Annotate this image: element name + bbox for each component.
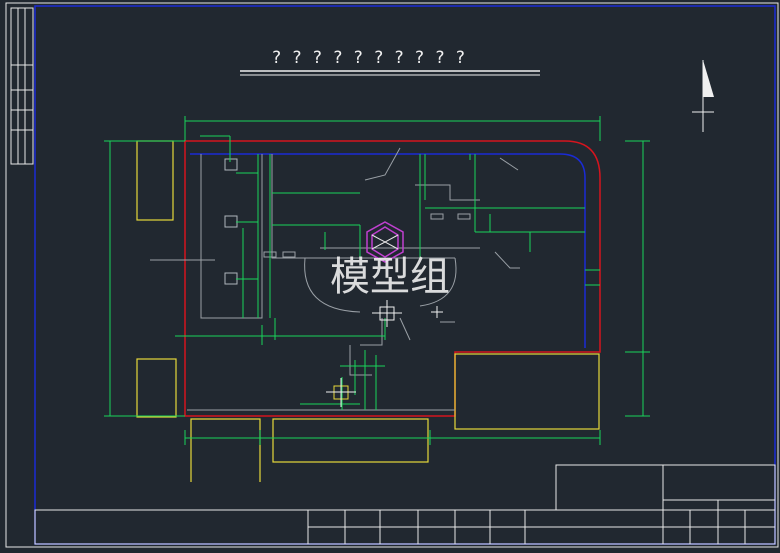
structure-lines	[150, 147, 520, 411]
north-arrow-icon	[692, 60, 714, 132]
drawing-title: ? ? ? ? ? ? ? ? ? ?	[272, 48, 468, 68]
building-south	[272, 418, 429, 463]
building-south-west-wing	[190, 418, 261, 482]
buildings	[136, 140, 600, 482]
building-southwest	[136, 358, 177, 418]
watermark-text: 模型组	[330, 254, 450, 300]
crosshair-icon	[326, 300, 443, 407]
sheet-outer-frame	[5, 2, 779, 548]
title-block	[34, 464, 776, 545]
pavilion-hexagon	[366, 221, 404, 263]
inner-boundary	[190, 153, 586, 348]
dimension-lines	[104, 116, 650, 445]
binding-strip	[10, 7, 34, 165]
building-southeast	[454, 353, 600, 430]
